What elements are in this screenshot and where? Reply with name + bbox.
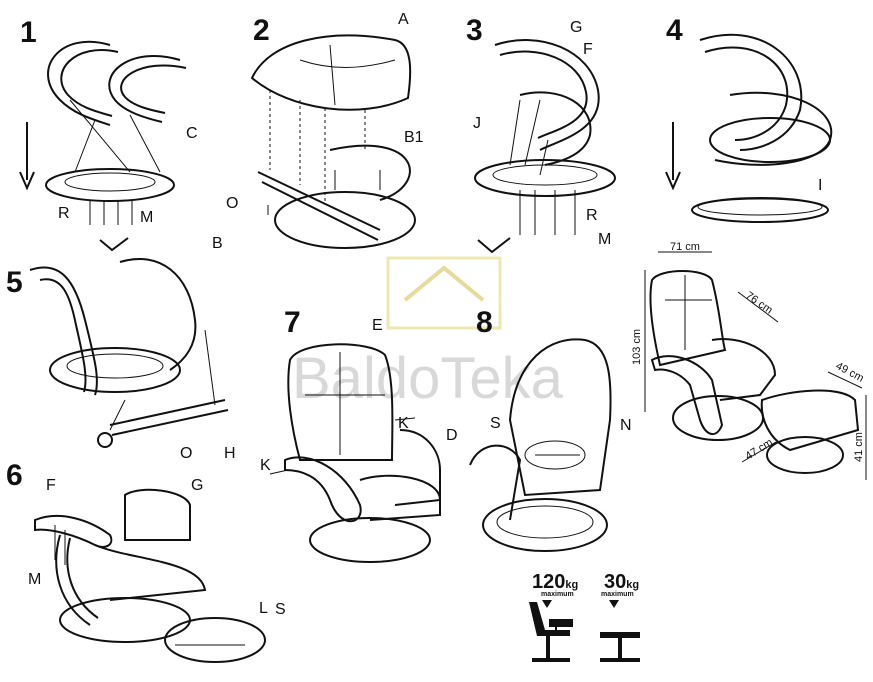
step-8-illustration	[469, 338, 612, 552]
dim-height: 103 cm	[631, 329, 643, 365]
part-label: S	[275, 601, 286, 618]
dim-ottoman-height: 41 cm	[853, 432, 865, 462]
step-number: 8	[476, 306, 493, 339]
dim-depth: 76 cm	[743, 290, 774, 317]
part-label: N	[620, 417, 632, 434]
step-number: 3	[466, 14, 483, 47]
step-6-illustration	[34, 488, 266, 663]
step-4-illustration	[665, 33, 833, 223]
watermark: BaldoTeka	[292, 256, 564, 411]
part-label: H	[224, 445, 236, 462]
part-label: M	[140, 209, 153, 226]
svg-text:BaldoTeka: BaldoTeka	[292, 346, 564, 411]
part-labels: C R M A B1 O B G F J R M I O H F G M L S…	[28, 11, 822, 618]
load-icons	[529, 600, 640, 662]
part-label: K	[260, 457, 271, 474]
part-label: A	[398, 11, 409, 28]
step-number: 4	[666, 14, 683, 47]
dim-width: 71 cm	[670, 241, 700, 253]
part-label: K	[398, 415, 409, 432]
finished-chair-illustration	[649, 270, 860, 474]
load-labels: 120kg maximum 30kg maximum	[532, 571, 639, 598]
part-label: F	[583, 41, 593, 58]
dimension-lines	[644, 251, 867, 480]
step-number: 5	[6, 266, 23, 299]
step-2-illustration	[250, 34, 416, 249]
part-label: G	[570, 19, 582, 36]
step-numbers: 1 2 3 4 5 6 7 8	[6, 14, 683, 492]
part-label: I	[818, 177, 822, 194]
dim-ottoman-width: 49 cm	[834, 360, 866, 385]
chair-max-note: maximum	[541, 591, 574, 598]
part-label: M	[28, 571, 41, 588]
part-label: R	[58, 205, 70, 222]
step-number: 7	[284, 306, 301, 339]
part-label: O	[180, 445, 192, 462]
step-number: 2	[253, 14, 270, 47]
step-number: 1	[20, 16, 37, 49]
part-label: F	[46, 477, 56, 494]
dim-ottoman-depth: 47 cm	[743, 436, 775, 462]
step-7-illustration	[269, 343, 441, 563]
part-label: M	[598, 231, 611, 248]
ottoman-max-note: maximum	[601, 591, 634, 598]
dimension-labels: 71 cm 76 cm 103 cm 49 cm 47 cm 41 cm	[631, 241, 866, 463]
part-label: J	[473, 115, 481, 132]
step-5-illustration	[29, 258, 229, 448]
part-label: B	[212, 235, 223, 252]
ottoman-max-load: 30kg	[604, 571, 639, 593]
part-label: R	[586, 207, 598, 224]
part-label: O	[226, 195, 238, 212]
step-1-illustration	[19, 40, 187, 252]
part-label: S	[490, 415, 501, 432]
part-label: B1	[404, 129, 424, 146]
step-number: 6	[6, 459, 23, 492]
part-label: G	[191, 477, 203, 494]
chair-max-load: 120kg	[532, 571, 578, 593]
part-label: D	[446, 427, 458, 444]
part-label: C	[186, 125, 198, 142]
part-label: E	[372, 317, 383, 334]
step-3-illustration	[474, 39, 616, 254]
part-label: L	[259, 600, 268, 617]
